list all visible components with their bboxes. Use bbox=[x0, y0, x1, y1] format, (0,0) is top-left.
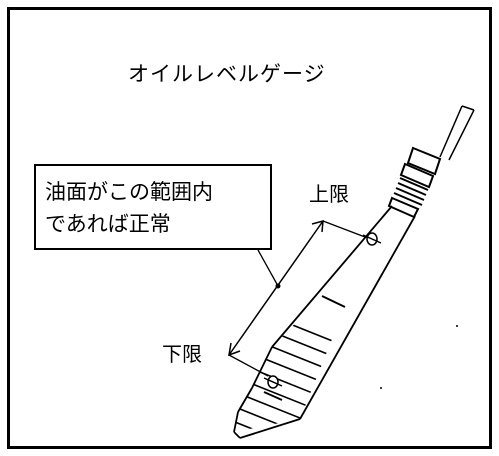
gauge-cap bbox=[387, 146, 442, 219]
lower-extension-line bbox=[228, 354, 269, 377]
upper-limit-mark bbox=[362, 232, 382, 246]
diagram-title: オイルレベルゲージ bbox=[128, 62, 326, 86]
diagram-frame bbox=[7, 7, 492, 449]
gauge-rod-top bbox=[439, 105, 475, 161]
upper-extension-line bbox=[322, 220, 366, 238]
upper-limit-label: 上限 bbox=[309, 182, 349, 206]
lower-limit-label: 下限 bbox=[162, 342, 202, 366]
oil-surface-line bbox=[321, 295, 346, 308]
stray-dot bbox=[380, 387, 382, 389]
callout-line-1: 油面がこの範囲内 bbox=[45, 180, 213, 204]
stray-dot bbox=[456, 325, 458, 327]
callout-line-2: であれば正常 bbox=[45, 212, 171, 236]
callout-leader bbox=[257, 249, 281, 289]
callout-box: 油面がこの範囲内 であれば正常 bbox=[34, 164, 272, 250]
lower-limit-mark bbox=[263, 375, 283, 389]
